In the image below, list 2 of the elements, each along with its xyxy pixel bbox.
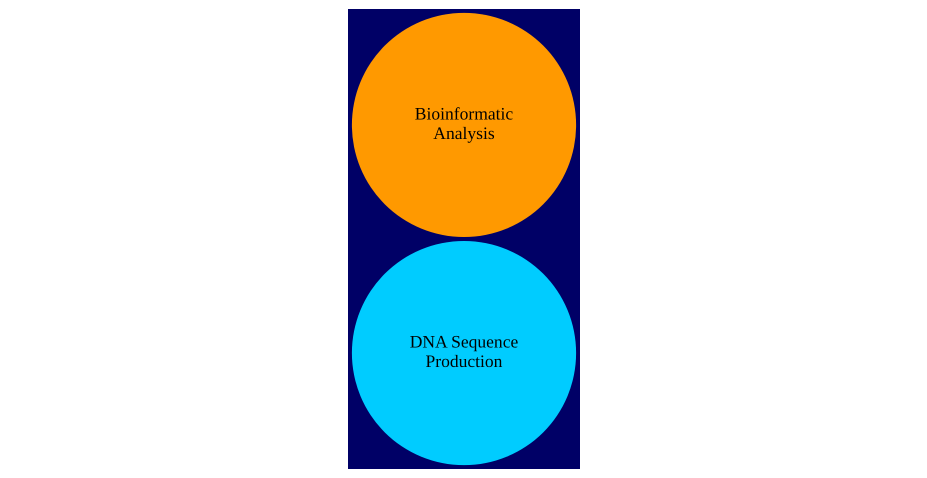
node-circle: Bioinformatic Analysis [351,12,576,238]
node-circle: DNA Sequence Production [351,240,576,466]
